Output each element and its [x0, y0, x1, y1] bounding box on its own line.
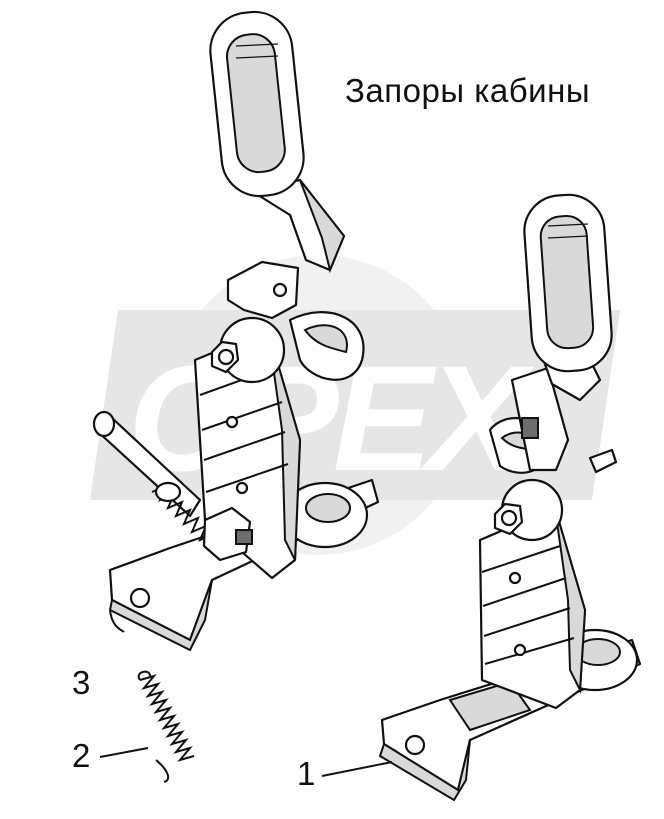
callout-number-1: 1 — [297, 755, 316, 792]
spring-item-2 — [99, 670, 195, 783]
callout-number-2: 2 — [72, 737, 91, 774]
diagram-title: Запоры кабины — [345, 72, 591, 109]
left-cab-lock — [92, 10, 380, 652]
callout-number-3: 3 — [72, 664, 91, 701]
right-cab-lock — [321, 193, 642, 802]
